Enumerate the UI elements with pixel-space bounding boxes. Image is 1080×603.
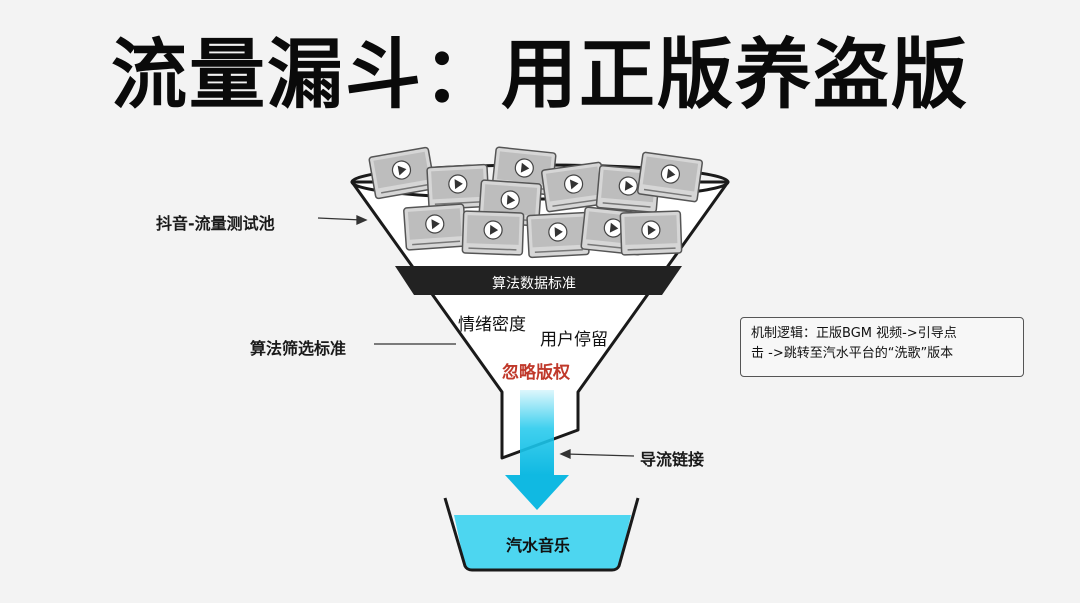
basin-outline	[443, 497, 640, 572]
video-tile	[478, 179, 542, 227]
video-tile	[541, 161, 607, 213]
diversion-arrow	[505, 390, 569, 510]
basin-label: 汽水音乐	[506, 536, 571, 555]
video-tile	[426, 163, 490, 211]
pointer-pool	[317, 214, 368, 226]
label-traffic-pool: 抖音-流量测试池	[156, 214, 275, 233]
label-diversion-link: 导流链接	[640, 450, 705, 469]
mechanism-line-1: 机制逻辑：正版BGM 视频->引导点	[751, 326, 957, 341]
band-label: 算法数据标准	[492, 276, 576, 292]
pointer-diversion	[559, 448, 635, 460]
algorithm-band	[395, 266, 682, 295]
mechanism-line-2: 击 ->跳转至汽水平台的“洗歌”版本	[751, 346, 954, 361]
mechanism-box: 机制逻辑：正版BGM 视频->引导点 击 ->跳转至汽水平台的“洗歌”版本	[740, 317, 1024, 377]
video-tile	[619, 210, 683, 256]
video-tile	[403, 203, 467, 251]
video-tiles	[368, 146, 703, 259]
basin-water	[454, 515, 631, 570]
video-tile	[461, 210, 525, 256]
video-tile	[637, 151, 703, 203]
label-algorithm-filter: 算法筛选标准	[250, 339, 347, 358]
page-title: 流量漏斗：用正版养盗版	[111, 30, 969, 119]
metric-emotion-density: 情绪密度	[458, 315, 526, 335]
metric-user-dwell: 用户停留	[540, 330, 608, 350]
ignore-copyright: 忽略版权	[502, 363, 570, 383]
video-tile	[526, 211, 590, 259]
